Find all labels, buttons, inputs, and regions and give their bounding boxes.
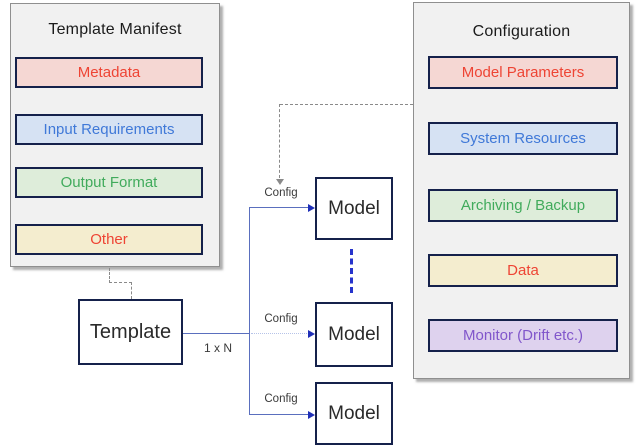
dashed-edge-configuration-horizontal bbox=[280, 104, 413, 105]
edge-branch-to-model-1 bbox=[249, 207, 308, 208]
template-node: Template bbox=[78, 299, 183, 365]
edge-branch-to-model-2 bbox=[251, 333, 307, 334]
configuration-title: Configuration bbox=[472, 23, 571, 40]
template-manifest-title: Template Manifest bbox=[48, 21, 182, 38]
manifest-item-metadata: Metadata bbox=[15, 57, 203, 88]
edge-branch-to-model-3 bbox=[249, 414, 308, 415]
config-edge-label-3: Config bbox=[264, 393, 298, 405]
arrowhead-model-2 bbox=[308, 330, 315, 338]
dashed-edge-manifest-h bbox=[109, 282, 132, 283]
dashed-edge-manifest-v1 bbox=[109, 268, 110, 283]
arrowhead-model-3 bbox=[308, 411, 315, 419]
edge-trunk-vertical bbox=[249, 207, 250, 415]
multiplicity-label: 1 x N bbox=[203, 341, 232, 355]
more-models-ellipsis bbox=[350, 249, 353, 293]
config-item-system-resources: System Resources bbox=[428, 122, 618, 155]
dashed-edge-manifest-v2 bbox=[131, 282, 132, 299]
model-node-3: Model bbox=[315, 382, 393, 445]
dashed-edge-configuration-vertical bbox=[279, 104, 280, 178]
manifest-item-output-format: Output Format bbox=[15, 167, 203, 198]
dashed-arrowhead-down bbox=[276, 179, 284, 185]
config-edge-label-1: Config bbox=[264, 187, 298, 199]
config-edge-label-2: Config bbox=[264, 313, 298, 325]
manifest-item-input-requirements: Input Requirements bbox=[15, 114, 203, 145]
model-node-1: Model bbox=[315, 177, 393, 240]
config-item-model-parameters: Model Parameters bbox=[428, 56, 618, 89]
edge-template-to-trunk bbox=[183, 333, 249, 334]
model-node-2: Model bbox=[315, 302, 393, 367]
config-item-archiving-backup: Archiving / Backup bbox=[428, 189, 618, 222]
arrowhead-model-1 bbox=[308, 204, 315, 212]
config-item-data: Data bbox=[428, 254, 618, 287]
template-manifest-panel: Template Manifest Metadata Input Require… bbox=[10, 3, 220, 267]
manifest-item-other: Other bbox=[15, 224, 203, 255]
config-item-monitor-drift: Monitor (Drift etc.) bbox=[428, 319, 618, 352]
configuration-panel: Configuration Model Parameters System Re… bbox=[413, 2, 630, 379]
